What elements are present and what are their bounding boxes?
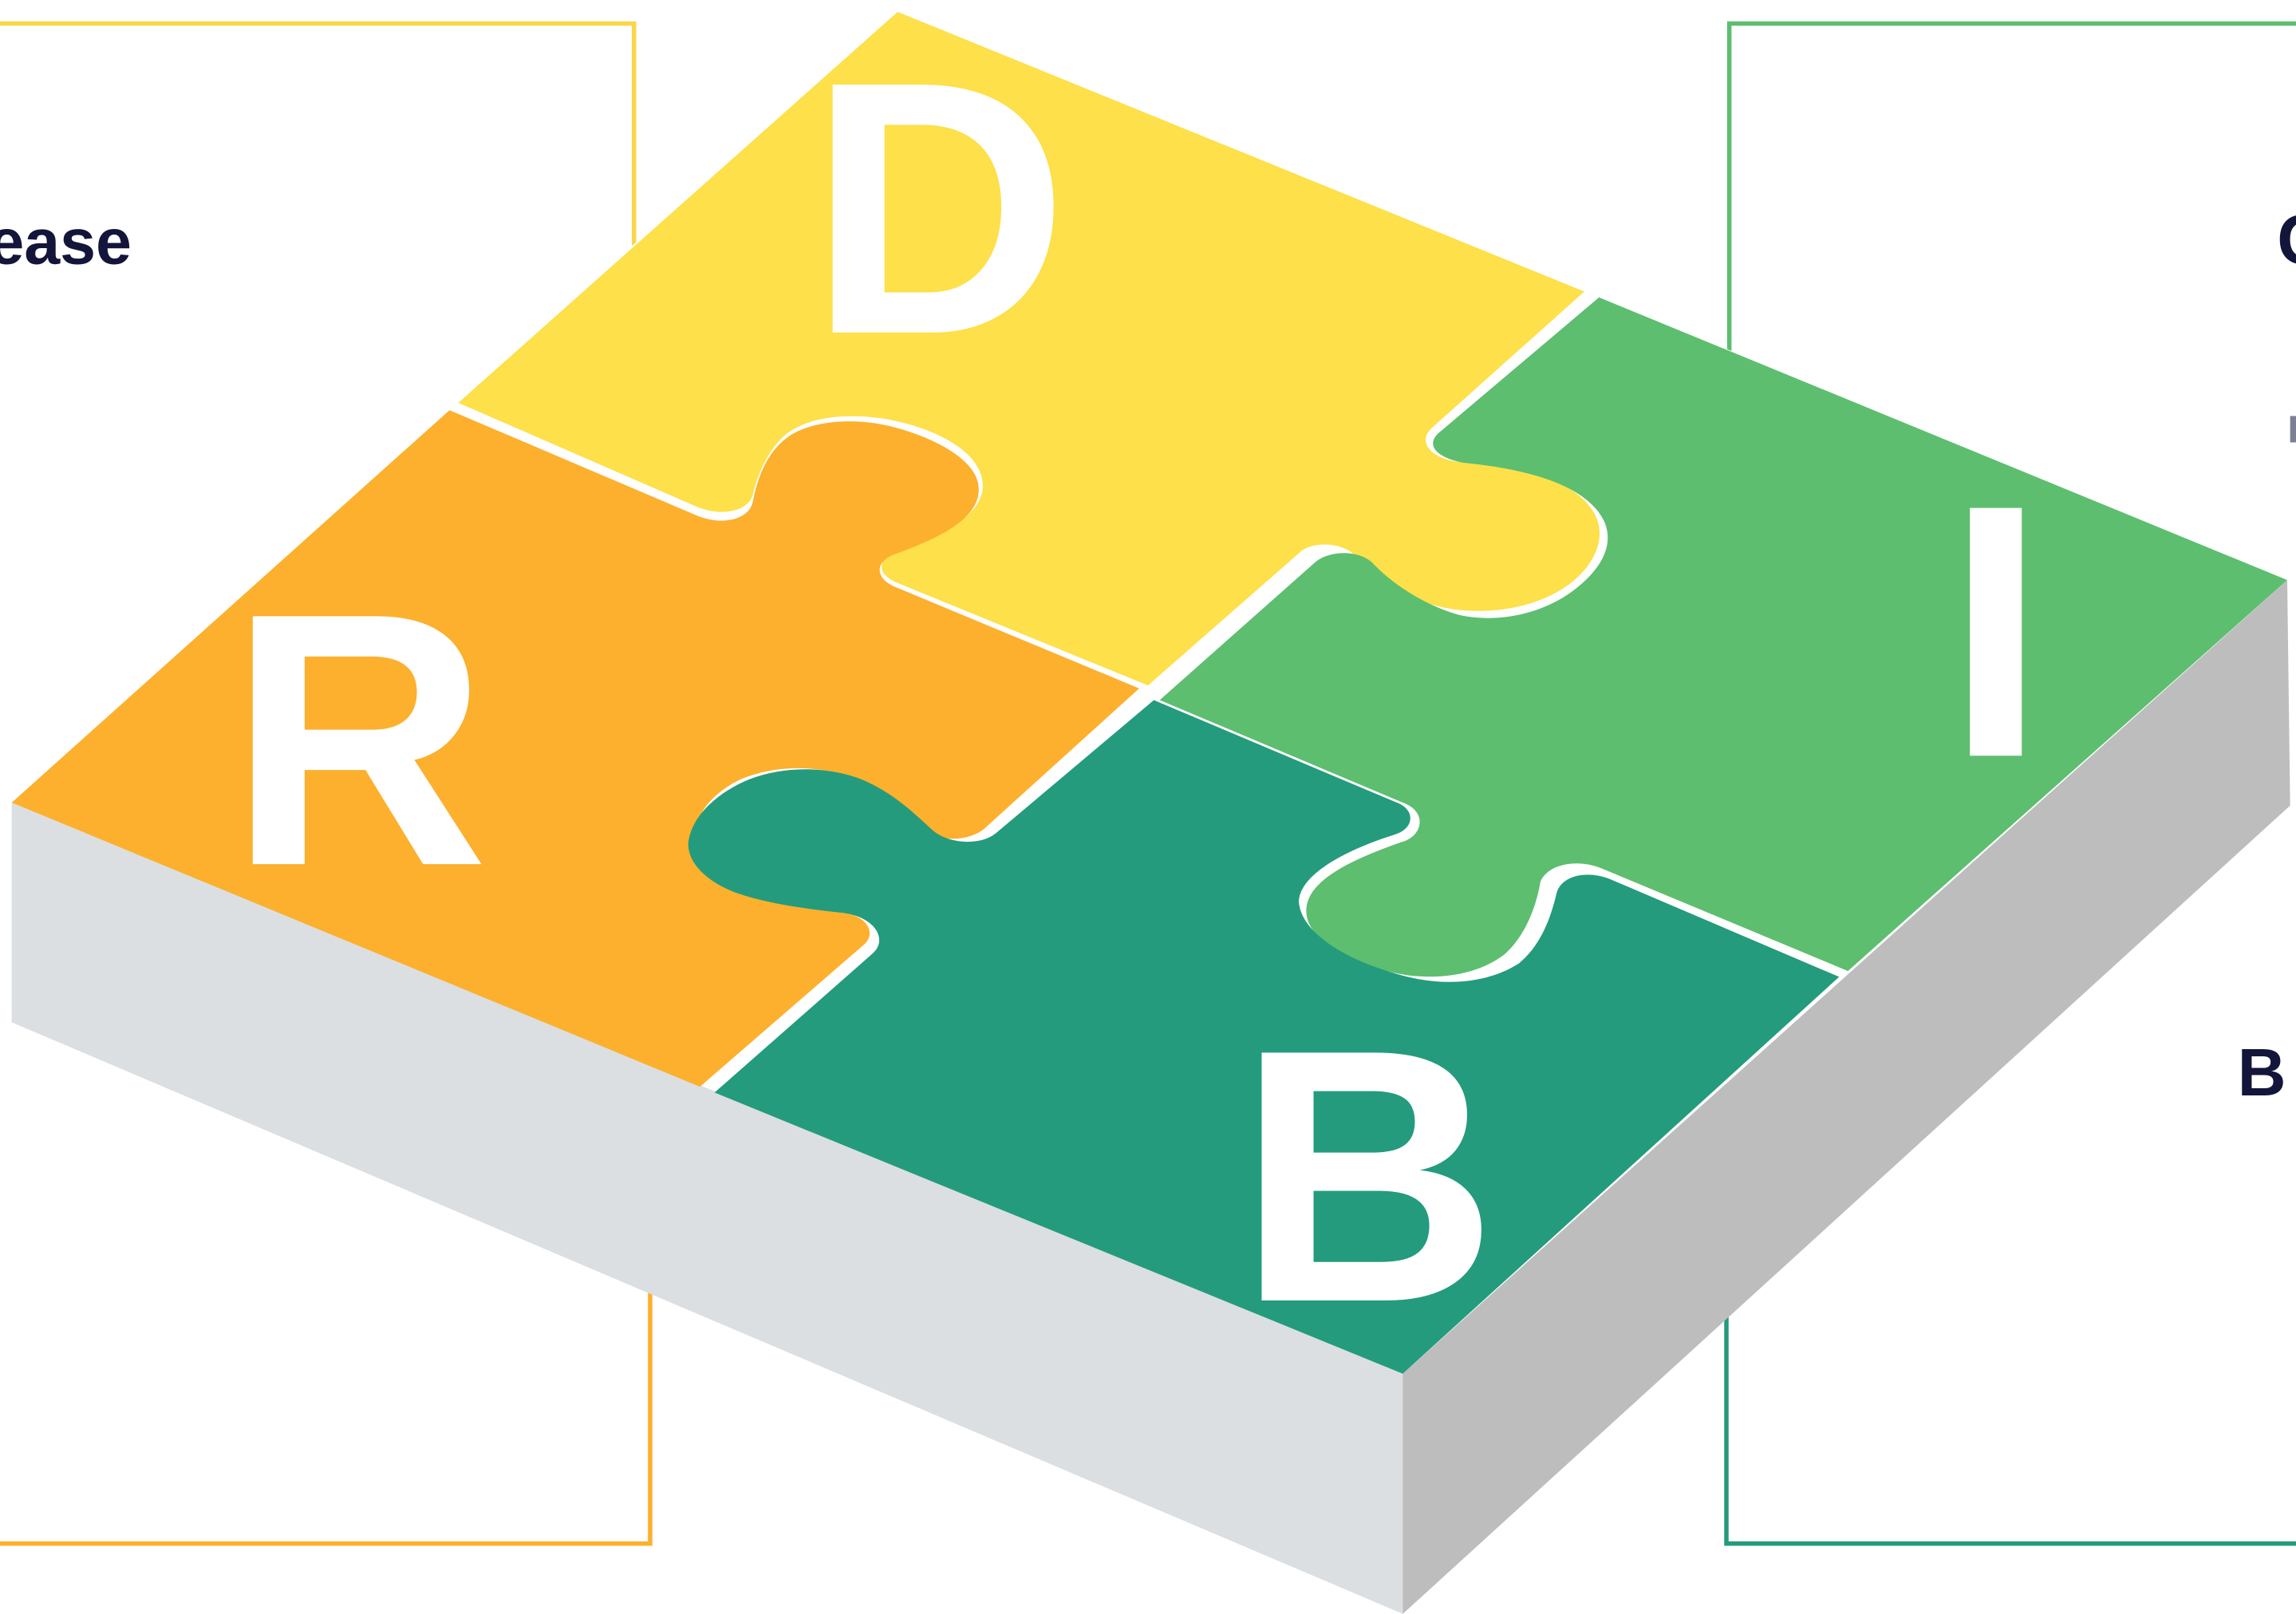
piece-letter-b: B — [1237, 974, 1497, 1377]
piece-letter-d: D — [808, 6, 1068, 409]
puzzle-piece-b — [688, 700, 1840, 1374]
piece-letter-i: I — [1946, 429, 2045, 832]
frame-label-top-right: C — [2277, 200, 2296, 279]
piece-letter-r: R — [229, 538, 489, 941]
base-right-face — [1402, 580, 2290, 1614]
frame-mark-top-right — [2290, 416, 2296, 443]
base-left-face — [11, 802, 1403, 1614]
frame-top-left — [0, 21, 637, 250]
puzzle-piece-d — [458, 11, 1600, 686]
frame-label-top-left: ease — [0, 207, 132, 278]
frame-top-right — [1726, 21, 2296, 352]
frame-label-bottom-right: B — [2238, 1035, 2286, 1110]
puzzle-piece-r — [11, 410, 1139, 1087]
puzzle-piece-i — [1159, 297, 2287, 977]
